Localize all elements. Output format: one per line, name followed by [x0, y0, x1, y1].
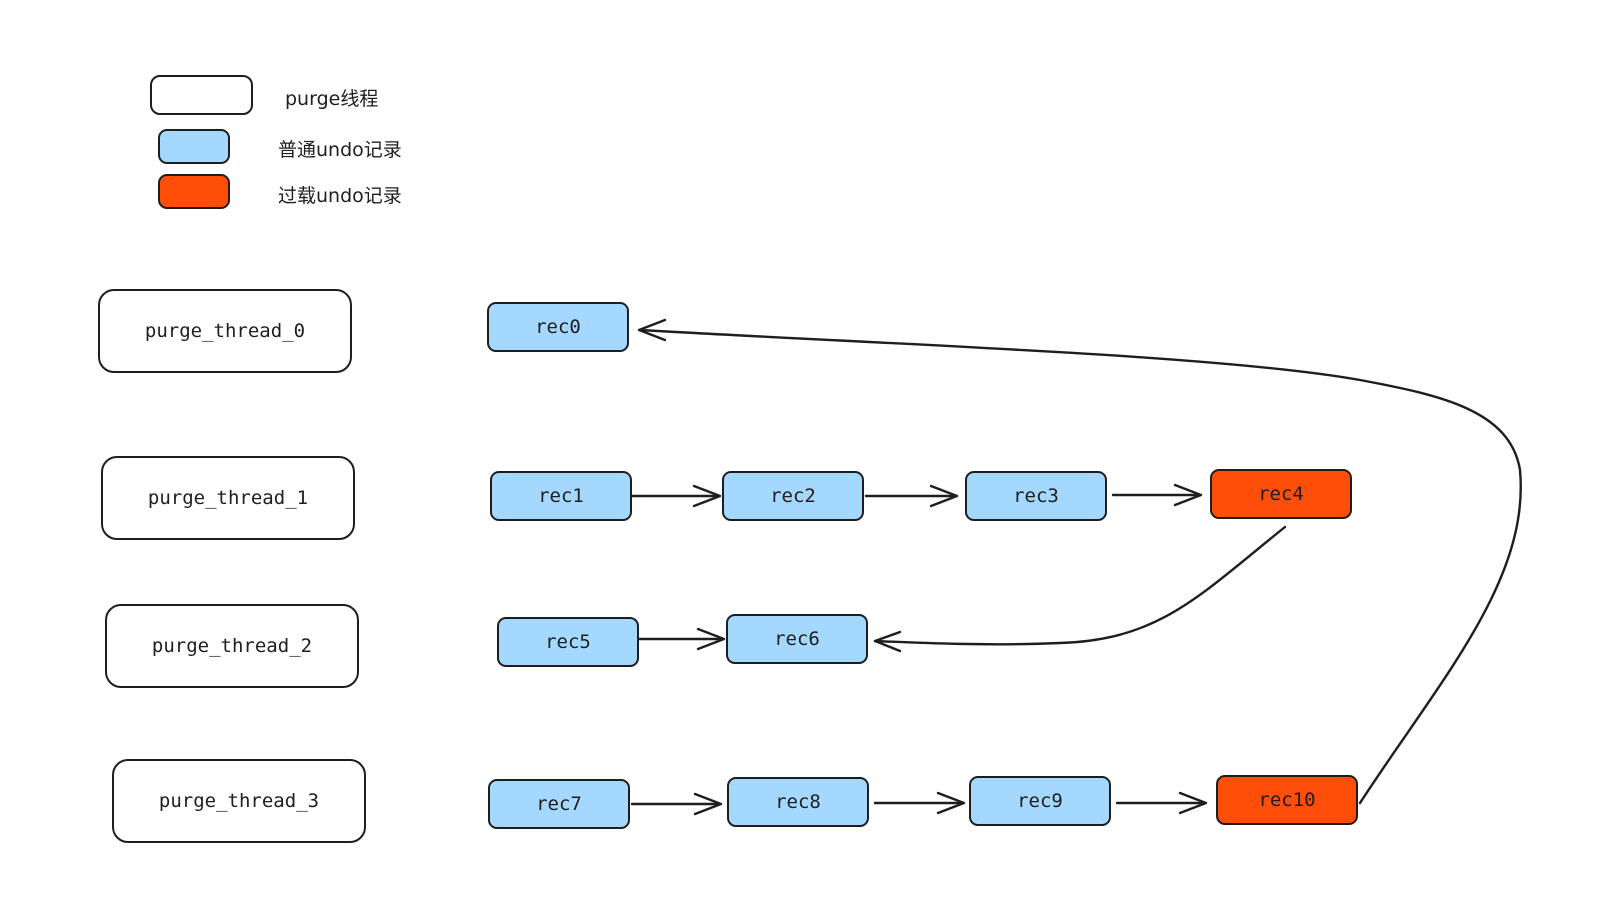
legend-swatch-normal [158, 129, 230, 164]
arrowhead-rec4-to-rec6 [873, 630, 902, 653]
arrowhead-rec1-to-rec2 [692, 484, 722, 508]
arrow-rec4-to-rec6 [873, 525, 1287, 646]
record-rec6[interactable]: rec6 [726, 614, 868, 664]
record-rec8[interactable]: rec8 [727, 777, 869, 827]
arrow-rec10-to-rec0 [638, 328, 1522, 805]
record-rec3[interactable]: rec3 [965, 471, 1107, 521]
arrowhead-rec7-to-rec8 [693, 792, 723, 816]
thread-box-1[interactable]: purge_thread_1 [101, 456, 355, 540]
arrowhead-rec8-to-rec9 [936, 791, 966, 815]
legend-swatch-overload [158, 174, 230, 209]
legend-label-overload: 过载undo记录 [278, 185, 402, 207]
record-rec0[interactable]: rec0 [487, 302, 629, 352]
thread-box-0[interactable]: purge_thread_0 [98, 289, 352, 373]
thread-box-3[interactable]: purge_thread_3 [112, 759, 366, 843]
arrowhead-rec3-to-rec4 [1173, 483, 1203, 507]
record-rec4[interactable]: rec4 [1210, 469, 1352, 519]
legend-label-normal: 普通undo记录 [278, 139, 402, 161]
arrowhead-rec5-to-rec6 [696, 627, 726, 651]
record-rec1[interactable]: rec1 [490, 471, 632, 521]
arrowhead-rec2-to-rec3 [929, 484, 959, 508]
arrowhead-rec9-to-rec10 [1178, 791, 1208, 815]
arrows-layer [628, 318, 1522, 816]
thread-box-2[interactable]: purge_thread_2 [105, 604, 359, 688]
legend-swatch-thread [150, 75, 253, 115]
record-rec7[interactable]: rec7 [488, 779, 630, 829]
legend-label-thread: purge线程 [285, 88, 379, 110]
record-rec9[interactable]: rec9 [969, 776, 1111, 826]
arrowhead-rec10-to-rec0 [637, 318, 667, 342]
record-rec5[interactable]: rec5 [497, 617, 639, 667]
record-rec2[interactable]: rec2 [722, 471, 864, 521]
record-rec10[interactable]: rec10 [1216, 775, 1358, 825]
